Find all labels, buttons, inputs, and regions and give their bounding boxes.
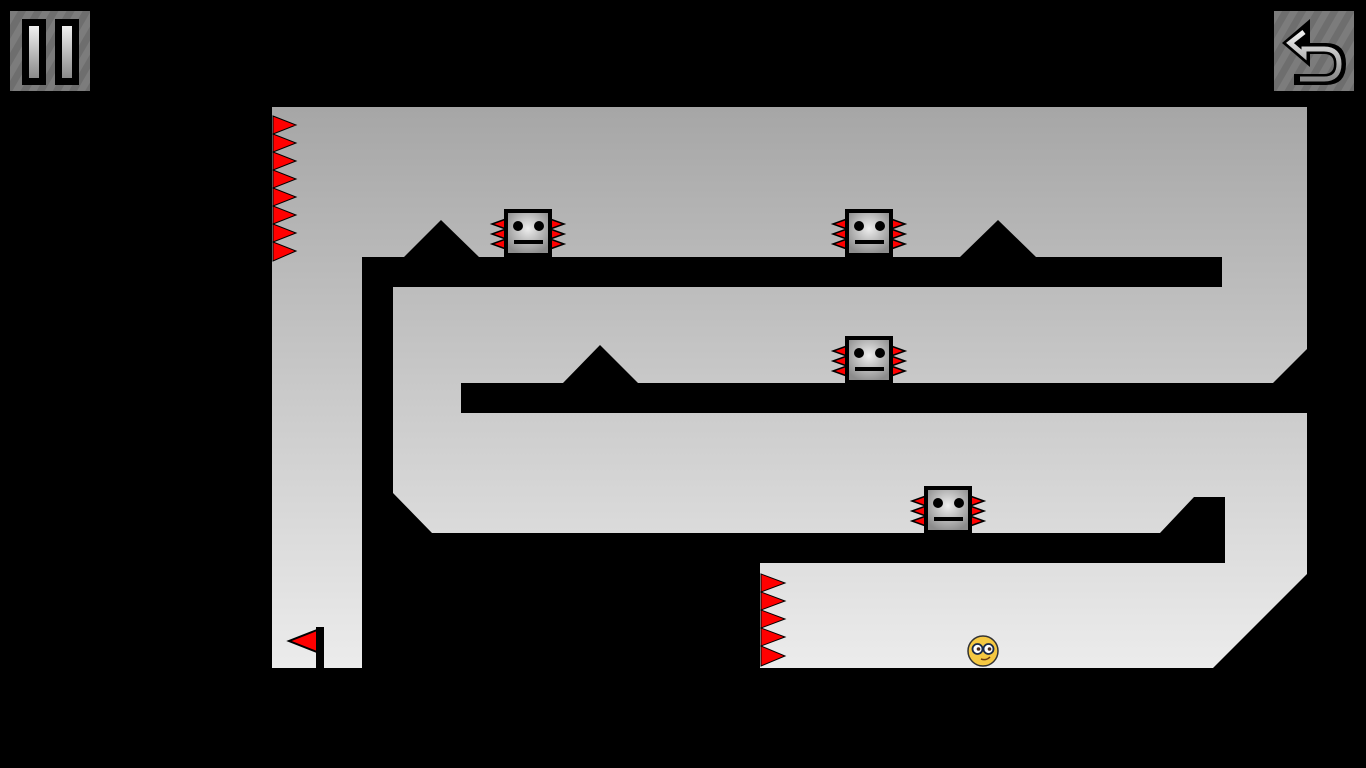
bottom-right-slope-wall <box>1213 574 1307 668</box>
restart-button[interactable] <box>1274 11 1354 91</box>
pause-icon <box>10 11 90 91</box>
wall-spikes-bottom <box>759 573 787 667</box>
top-platform-wall <box>362 220 1222 668</box>
pause-button[interactable] <box>10 11 90 91</box>
middle-platform-wall <box>461 345 1307 413</box>
goal-flag-icon <box>286 627 324 668</box>
lower-platform-wall <box>393 493 1225 668</box>
right-boundary-wall <box>1307 107 1366 668</box>
wall-spikes-top-left <box>271 115 298 262</box>
player-character[interactable] <box>967 635 999 667</box>
restart-icon <box>1274 11 1354 91</box>
